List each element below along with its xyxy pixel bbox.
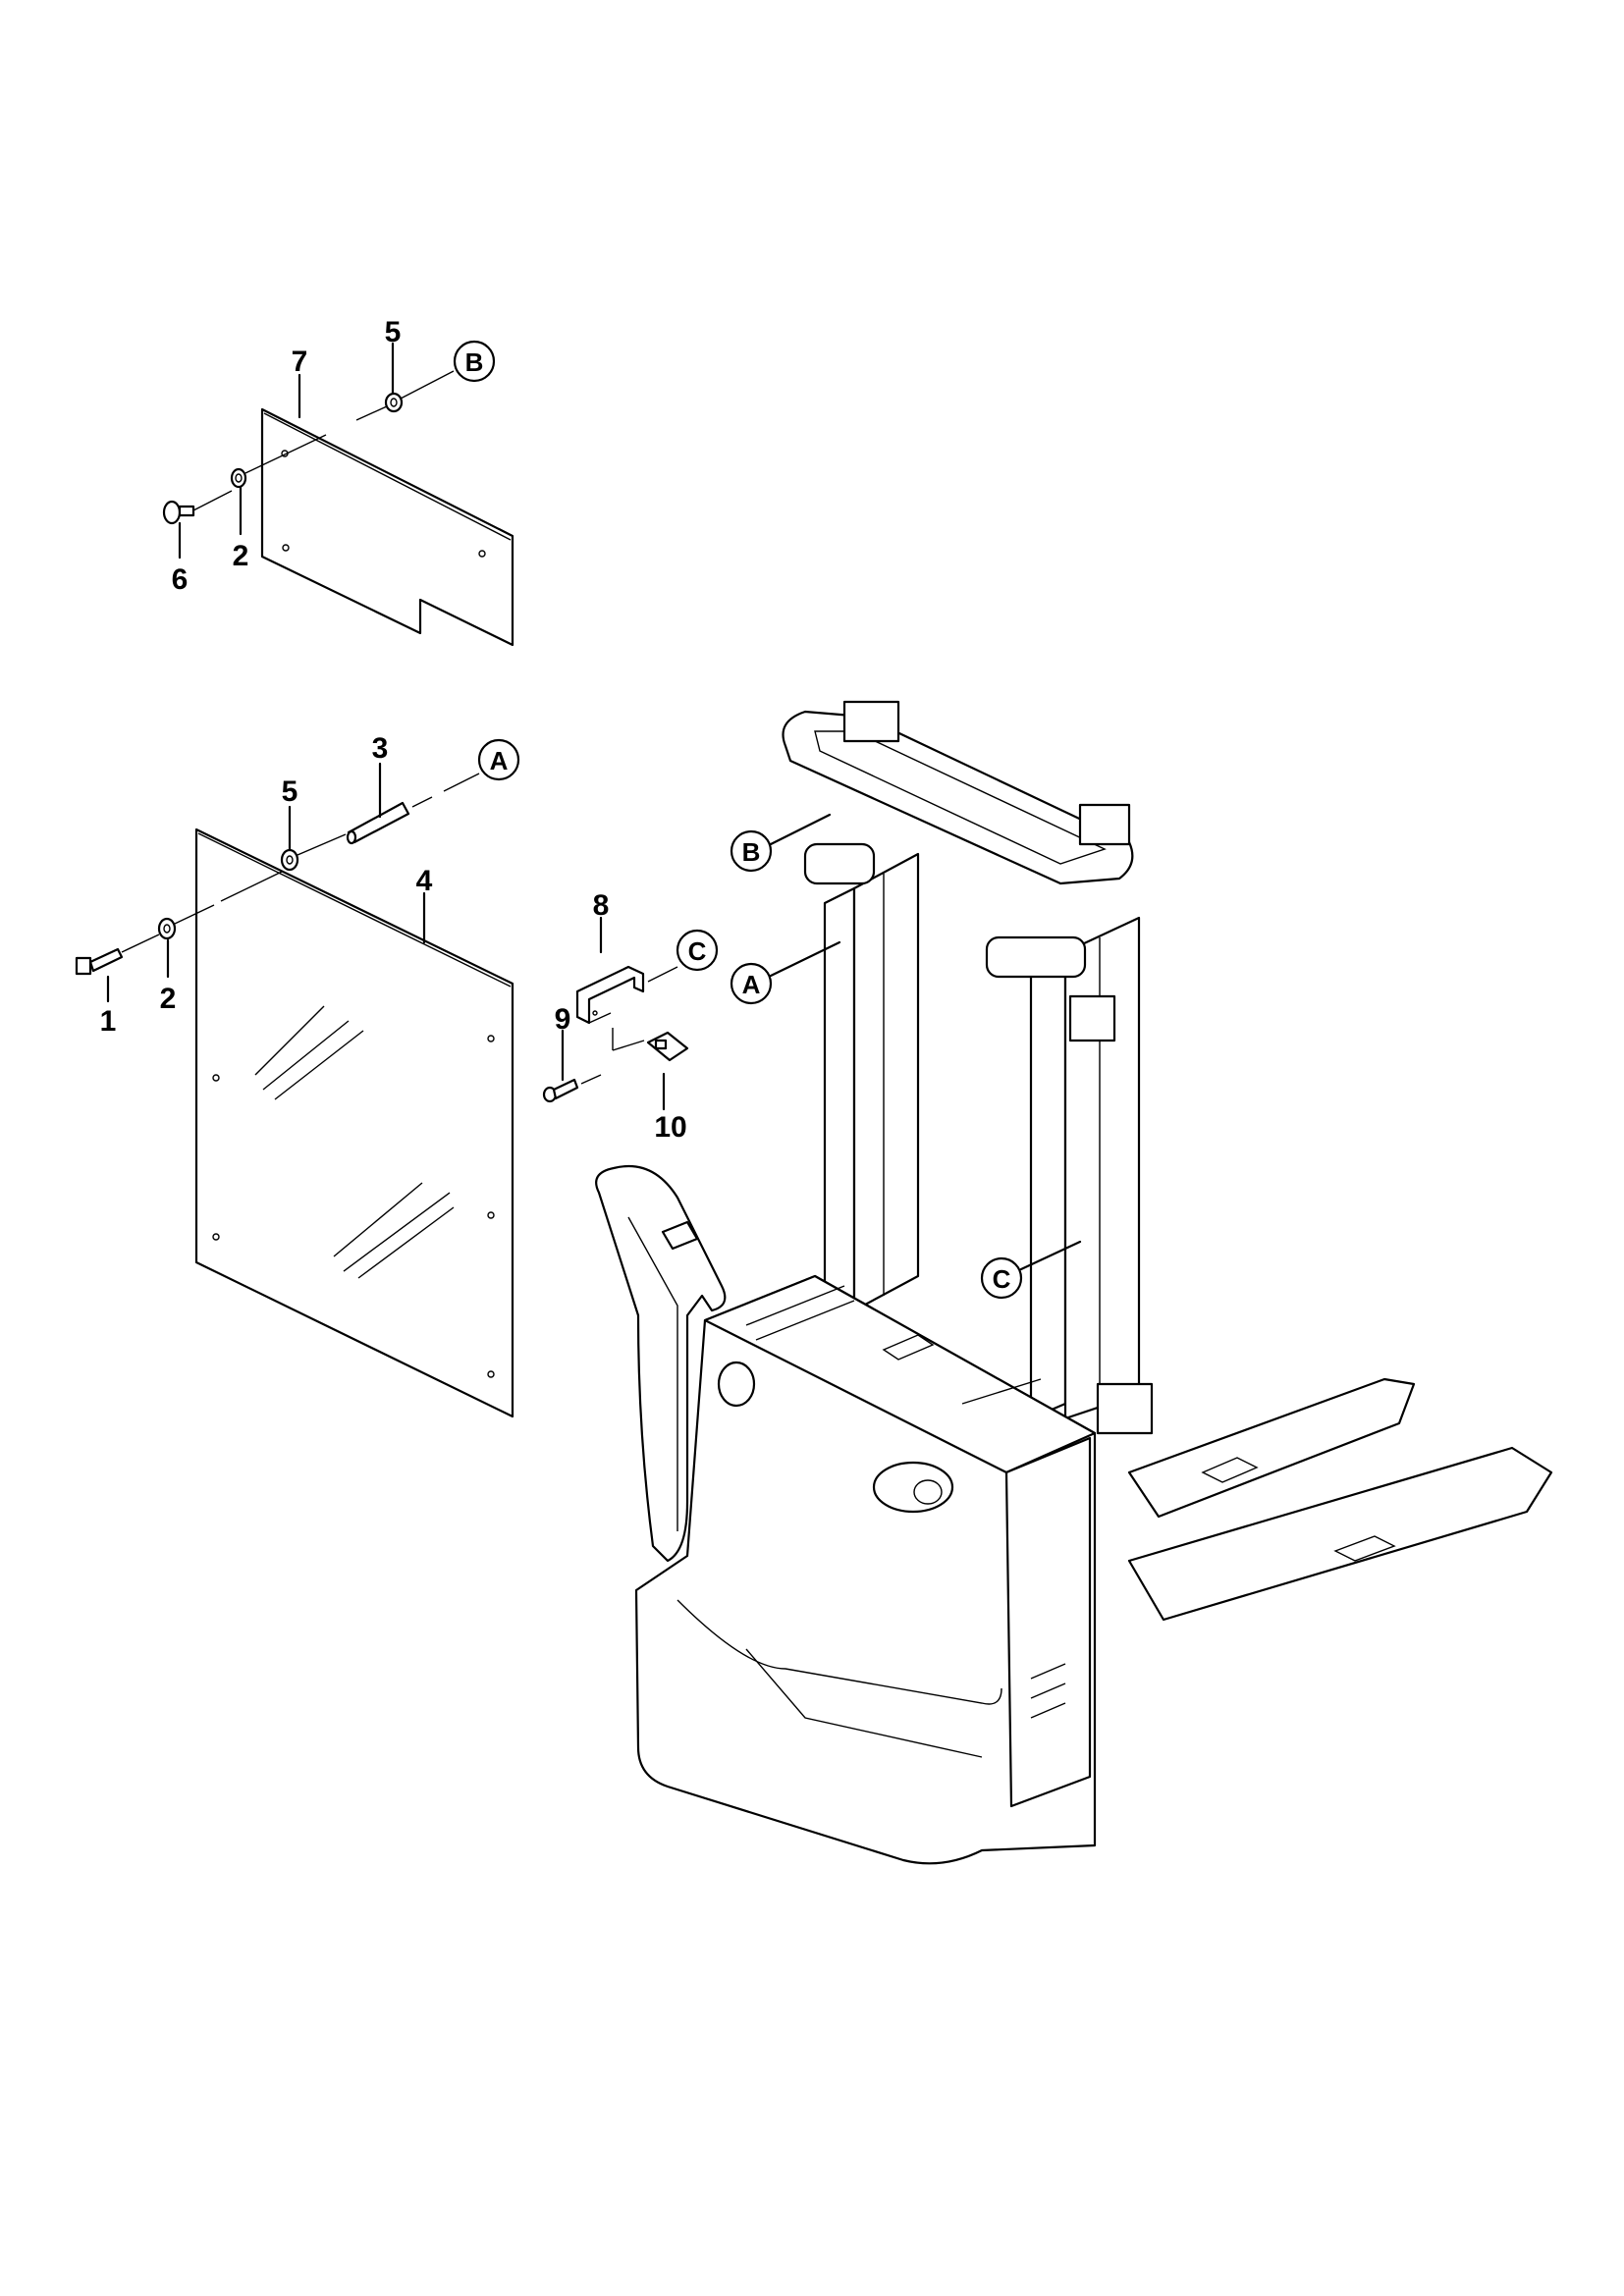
label-3: 3 — [372, 732, 389, 765]
label-1: 1 — [100, 1005, 117, 1038]
washer-2-upper — [230, 434, 327, 489]
washer-5-lower — [280, 833, 347, 872]
ref-marker-c-detail: C — [676, 929, 719, 972]
screw-9 — [542, 1074, 602, 1103]
label-2-lower: 2 — [160, 983, 177, 1015]
label-10: 10 — [654, 1111, 686, 1144]
pallet-stacker-truck — [595, 700, 1553, 1865]
svg-text:C: C — [688, 936, 707, 966]
ref-marker-c-truck: C — [980, 1256, 1023, 1300]
svg-text:C: C — [993, 1264, 1011, 1294]
spacer-3 — [346, 773, 480, 845]
label-9: 9 — [555, 1003, 571, 1036]
label-5-upper: 5 — [385, 316, 402, 348]
ref-marker-a-truck: A — [730, 962, 773, 1005]
label-2-upper: 2 — [233, 540, 249, 572]
bracket-8 — [575, 965, 678, 1025]
washer-2-lower — [157, 871, 283, 940]
ref-marker-b-detail: B — [453, 340, 496, 383]
ref-marker-b-truck: B — [730, 829, 773, 873]
label-6: 6 — [172, 563, 189, 596]
svg-text:A: A — [490, 746, 509, 775]
upper-panel-7 — [260, 407, 514, 647]
label-4: 4 — [416, 865, 433, 897]
screw-6 — [162, 490, 233, 525]
svg-text:B: B — [465, 347, 484, 377]
label-8: 8 — [593, 889, 610, 922]
label-5-lower: 5 — [282, 775, 298, 808]
svg-text:B: B — [742, 837, 761, 867]
ref-marker-a-detail: A — [477, 738, 520, 781]
glass-panel-4 — [194, 828, 514, 1418]
screw-1 — [75, 934, 160, 976]
label-7: 7 — [292, 346, 308, 378]
washer-5-upper — [355, 370, 455, 421]
nut-10 — [612, 1028, 689, 1062]
svg-text:A: A — [742, 970, 761, 999]
